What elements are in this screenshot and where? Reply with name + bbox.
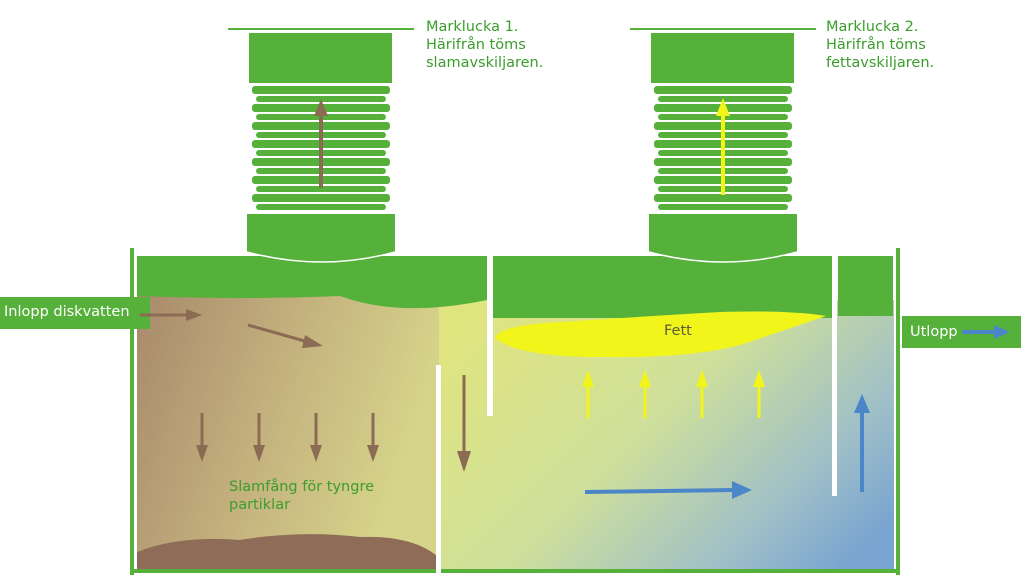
yellow-rise-arrows: [582, 370, 765, 418]
sludge-bottom-layer: [137, 534, 436, 570]
manhole-1: [228, 28, 414, 263]
manhole-2-label: Marklucka 2. Härifrån töms fettavskiljar…: [826, 19, 935, 71]
brown-flow-arrows: [140, 309, 471, 472]
manhole-1-label: Marklucka 1. Härifrån töms slamavskiljar…: [426, 19, 544, 71]
tank-walls: [130, 248, 900, 575]
inlet-pipe: [0, 297, 150, 329]
blue-flow-arrows: [584, 325, 1010, 499]
outlet-label: Utlopp: [910, 324, 958, 340]
tank-top-left: [137, 256, 487, 309]
baffles: [436, 256, 837, 575]
grease-label: Fett: [664, 323, 692, 339]
tank-top-right: [493, 256, 832, 318]
grease-layer: [495, 311, 826, 358]
sludge-trap-label: Slamfång för tyngre partiklar: [229, 479, 375, 513]
inlet-label: Inlopp diskvatten: [4, 304, 130, 320]
manhole-2: [630, 28, 816, 263]
tank-top-far-right: [838, 256, 893, 316]
